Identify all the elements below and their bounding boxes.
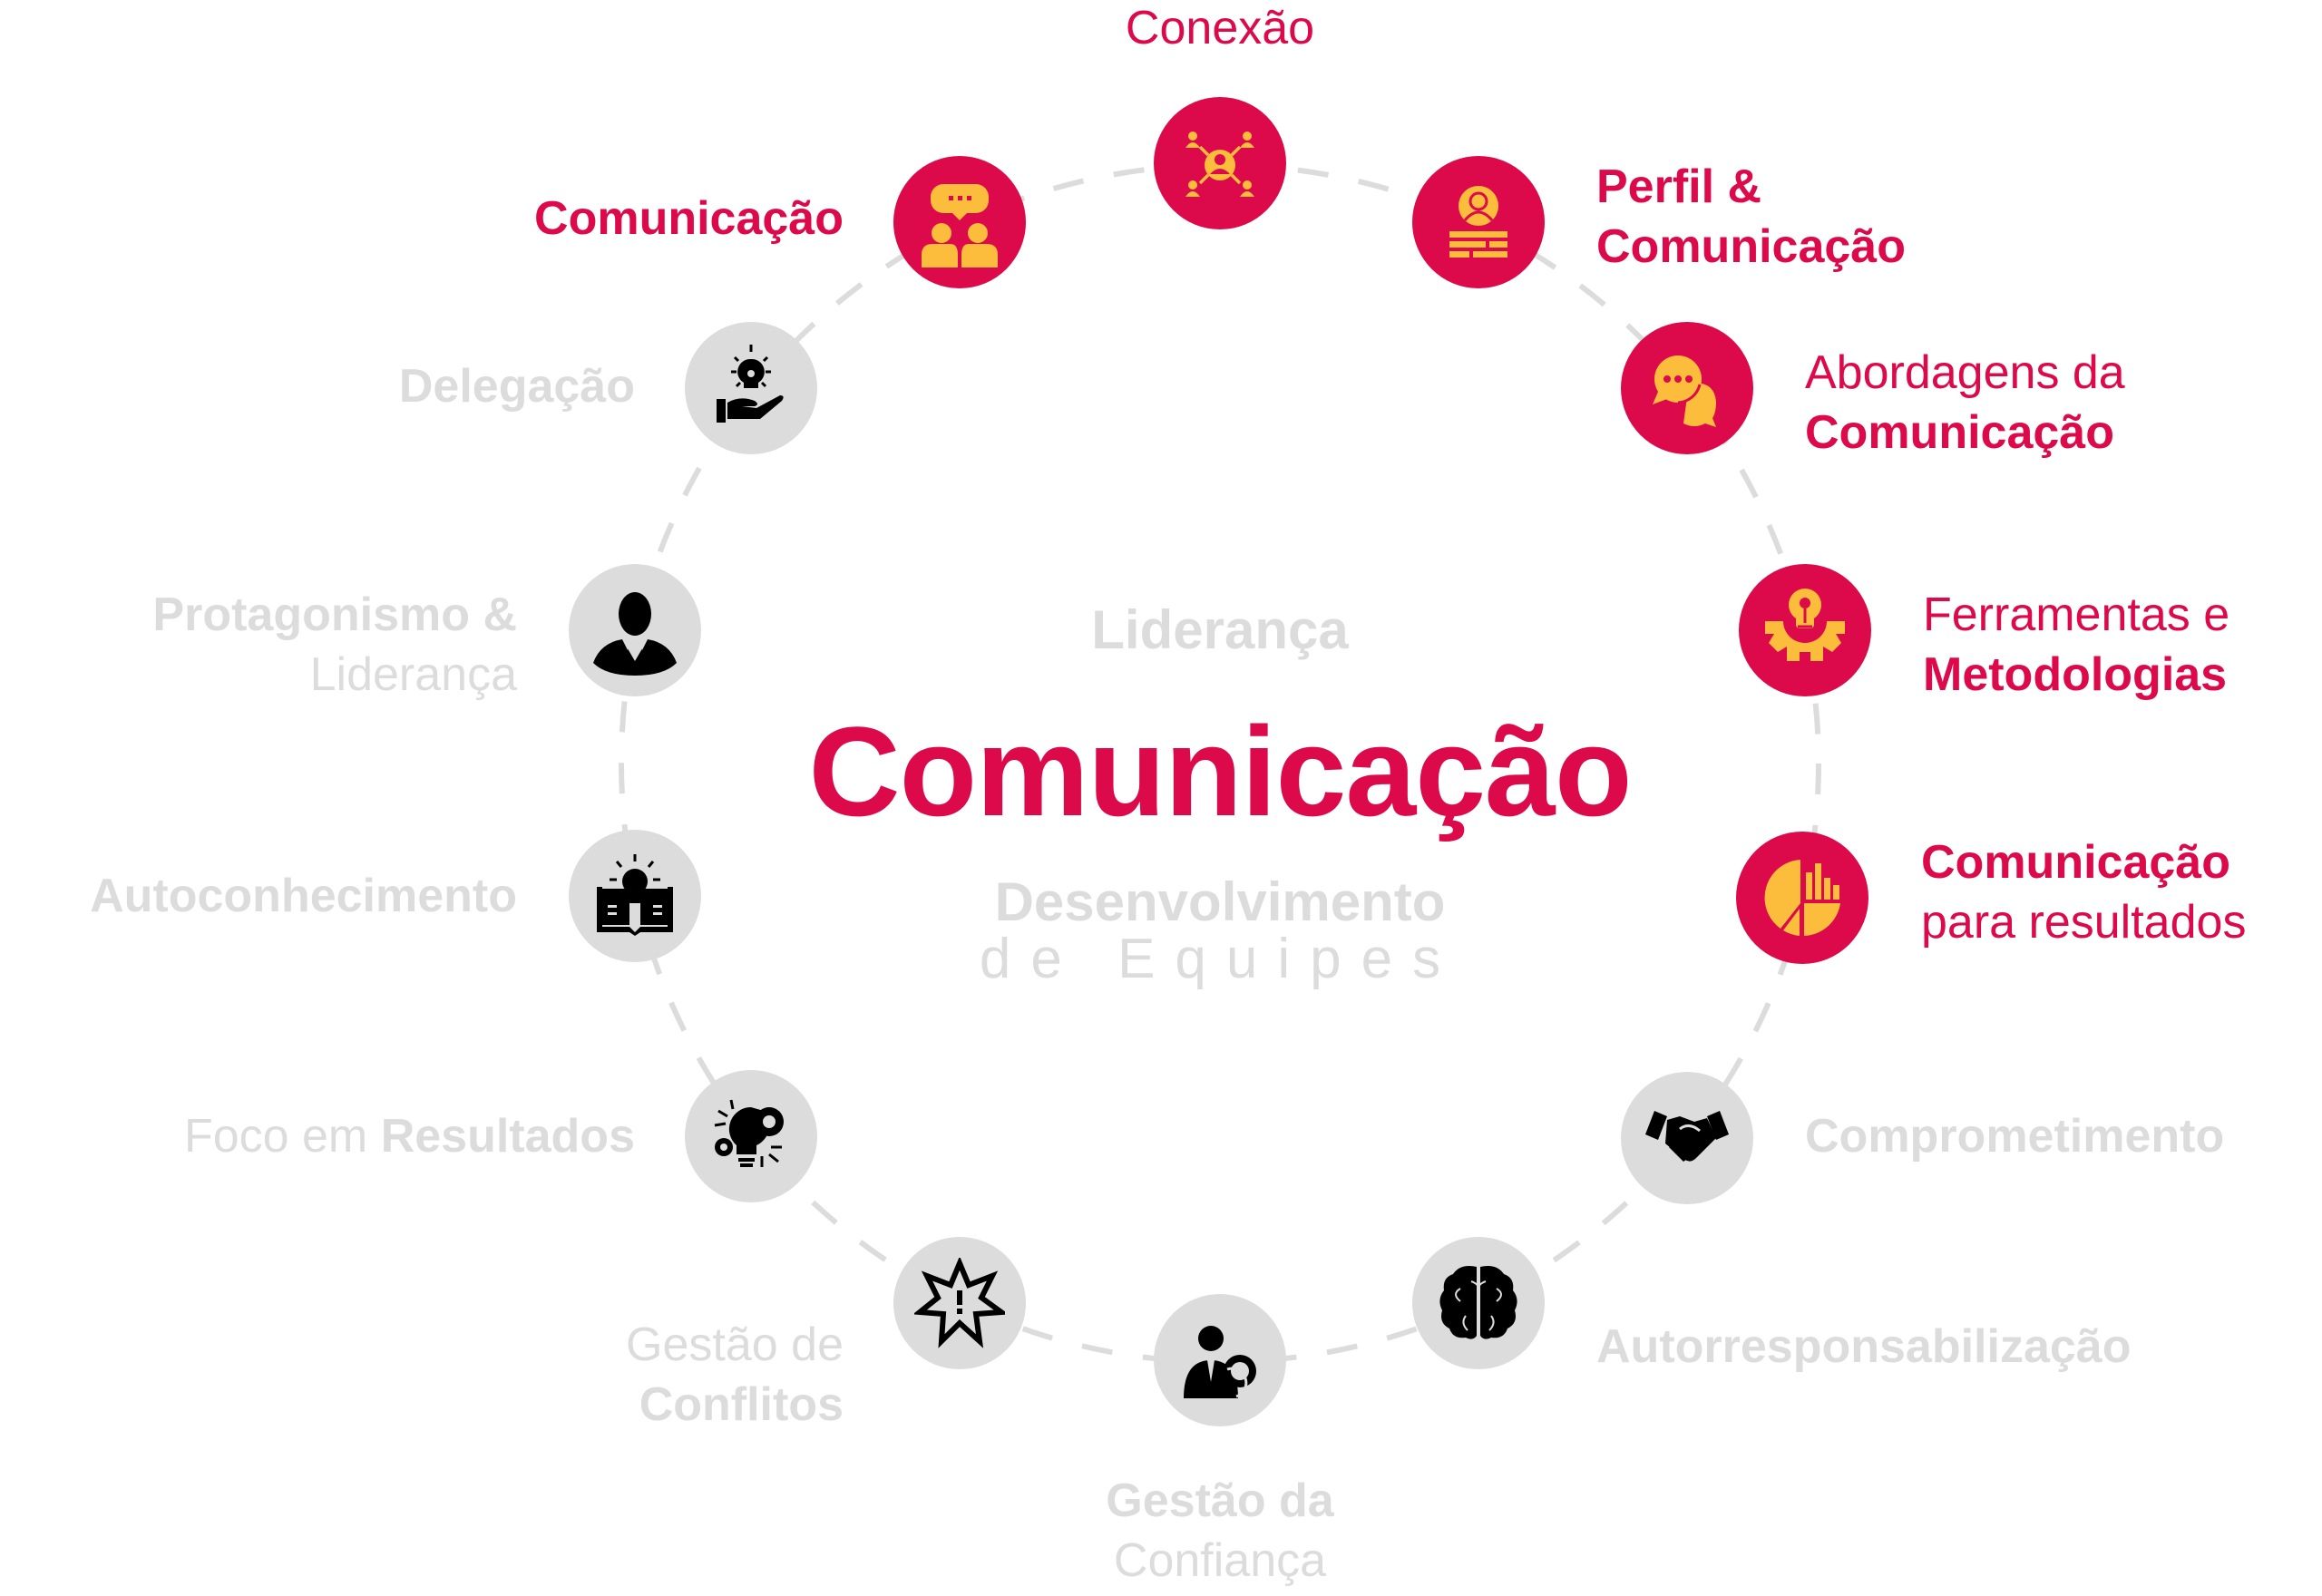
handshake-icon [1645, 1111, 1729, 1162]
lightbulb-gears-icon [714, 1099, 784, 1167]
label-line: Perfil & [1596, 161, 1762, 213]
label-line: Comunicação [1596, 220, 1906, 273]
node-delegacao[interactable] [685, 322, 817, 454]
label-line: Comunicação [1805, 406, 2114, 459]
label-line: Conexão [1125, 2, 1315, 54]
label-abordagens: Abordagens da Comunicação [1805, 343, 2125, 462]
center-subtitle-equipes: de Equipes [979, 928, 1461, 990]
node-protagonismo[interactable] [569, 564, 701, 696]
profile-card-icon [1449, 186, 1507, 258]
book-lightbulb-icon [597, 854, 673, 936]
label-line: Autorresponsabilização [1596, 1320, 2132, 1373]
hand-lightbulb-icon [717, 345, 784, 423]
center-subtitle-lideranca: Liderança [1091, 599, 1349, 660]
label-line: Comprometimento [1805, 1110, 2225, 1163]
brain-icon [1439, 1266, 1517, 1339]
label-autorresponsabilizacao: Autorresponsabilização [1596, 1317, 2131, 1377]
label-foco: Foco em Resultados [184, 1106, 635, 1166]
label-line: Protagonismo & [152, 589, 517, 641]
label-confianca: Gestão da Confiança [1106, 1471, 1333, 1591]
label-perfil: Perfil & Comunicação [1596, 157, 1906, 277]
label-line: Delegação [398, 360, 635, 413]
businessman-icon [593, 592, 677, 676]
label-line: Gestão de [626, 1319, 844, 1371]
label-line: Resultados [380, 1110, 635, 1163]
burst-alert-icon [914, 1258, 1005, 1348]
lightbulb-gear-icon [1765, 589, 1845, 661]
label-line: Metodologias [1923, 648, 2228, 701]
people-chat-icon [922, 184, 998, 268]
label-line: Foco em [183, 1110, 368, 1163]
node-autorresponsabilizacao[interactable] [1412, 1237, 1545, 1369]
node-resultados[interactable] [1736, 832, 1868, 964]
label-comunicacao: Comunicação [534, 189, 844, 248]
node-autoconhecimento[interactable] [569, 830, 701, 962]
node-conflitos[interactable] [893, 1237, 1026, 1369]
node-confianca[interactable] [1154, 1294, 1286, 1426]
label-protagonismo: Protagonismo & Liderança [152, 585, 517, 705]
label-line: Comunicação [1921, 836, 2230, 889]
node-comunicacao[interactable] [893, 156, 1026, 288]
center-subtitle-desenvolvimento: Desenvolvimento [994, 871, 1446, 932]
label-autoconhecimento: Autoconhecimento [90, 866, 517, 926]
label-resultados: Comunicação para resultados [1921, 832, 2246, 952]
node-ferramentas[interactable] [1739, 564, 1871, 696]
label-line: Conflitos [639, 1378, 844, 1431]
network-people-icon [1185, 131, 1254, 197]
label-line: Autoconhecimento [90, 870, 517, 922]
chat-bubbles-icon [1653, 355, 1716, 427]
label-delegacao: Delegação [399, 356, 635, 416]
label-conflitos: Gestão de Conflitos [626, 1315, 844, 1435]
node-conexao[interactable] [1154, 97, 1286, 229]
label-line: para resultados [1921, 896, 2247, 949]
label-line: Abordagens da [1805, 346, 2125, 399]
node-perfil[interactable] [1412, 156, 1545, 288]
node-abordagens[interactable] [1621, 322, 1753, 454]
pie-bar-chart-icon [1764, 860, 1840, 936]
label-conexao: Conexão [1126, 0, 1314, 58]
person-gear-icon [1184, 1326, 1256, 1398]
node-foco[interactable] [685, 1070, 817, 1202]
label-line: Gestão da [1106, 1474, 1334, 1527]
label-comprometimento: Comprometimento [1805, 1106, 2224, 1166]
center-title: Comunicação [808, 700, 1633, 842]
node-comprometimento[interactable] [1621, 1072, 1753, 1204]
label-line: Liderança [309, 648, 517, 701]
label-line: Ferramentas e [1923, 589, 2230, 641]
label-line: Confiança [1113, 1534, 1327, 1587]
label-ferramentas: Ferramentas e Metodologias [1923, 585, 2229, 705]
label-line: Comunicação [534, 192, 844, 245]
